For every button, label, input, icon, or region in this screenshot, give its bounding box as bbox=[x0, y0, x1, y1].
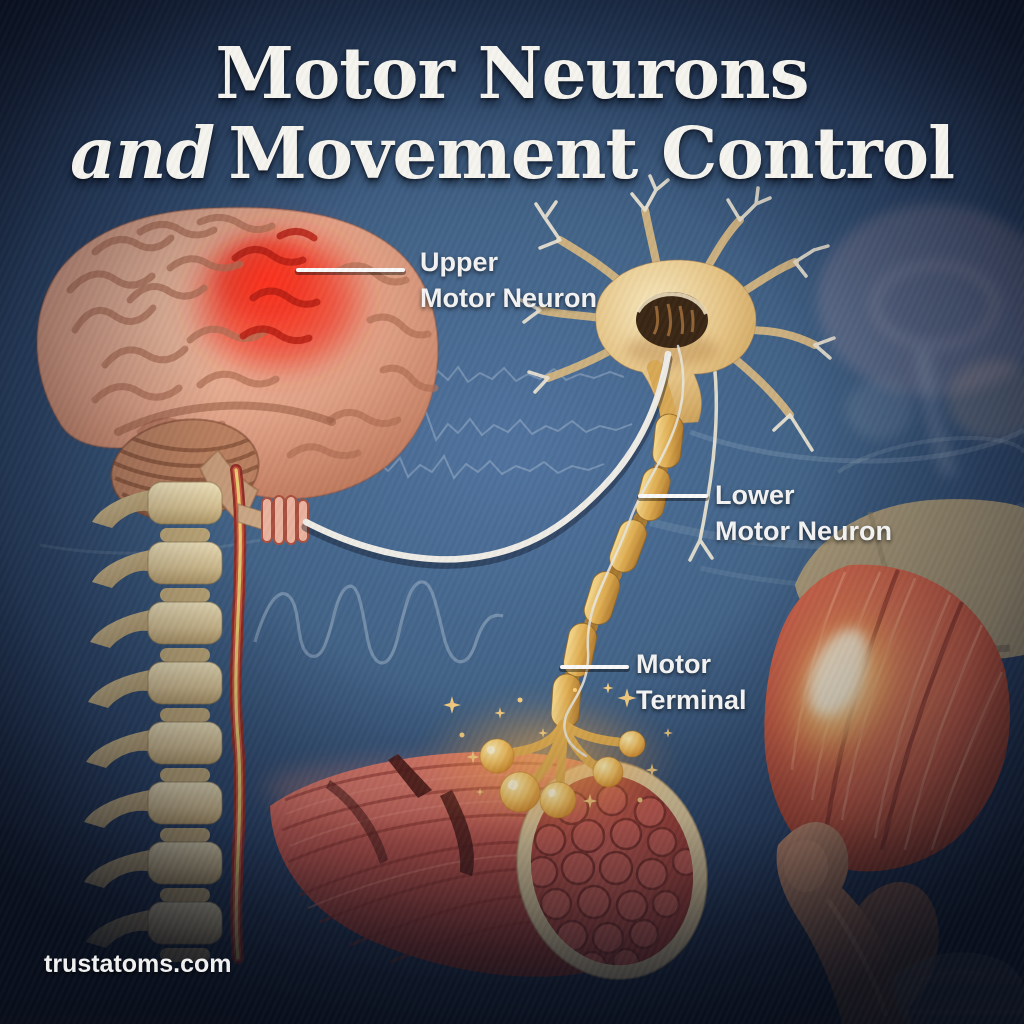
watermark-url: trustatoms.com bbox=[44, 950, 232, 978]
upper-motor-neuron-label: Upper Motor Neuron bbox=[420, 247, 597, 313]
spine-illustration bbox=[84, 464, 309, 964]
lower-motor-neuron-label: Lower Motor Neuron bbox=[715, 480, 892, 546]
sine-sketch bbox=[253, 580, 504, 665]
ghost-brain-sketch bbox=[817, 204, 1024, 478]
title-line-1: Motor Neurons bbox=[215, 31, 809, 115]
leg-illustration bbox=[764, 499, 1024, 1024]
motor-terminal-label: Motor Terminal bbox=[636, 649, 747, 715]
spinal-cord bbox=[229, 464, 247, 964]
nucleus bbox=[636, 292, 708, 348]
motor-cortex-core bbox=[208, 232, 324, 328]
